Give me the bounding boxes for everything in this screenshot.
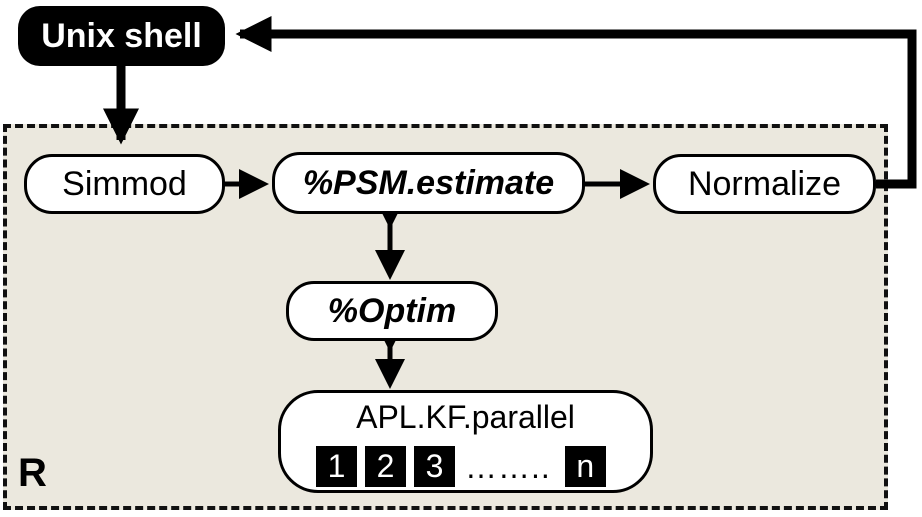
optim-label: %Optim [327,291,457,330]
worker-core: 1 [316,446,357,487]
worker-ellipsis: …….. [465,448,551,485]
r-region-label: R [18,451,47,495]
simmod-node: Simmod [24,154,225,214]
optim-node: %Optim [286,281,498,341]
psm-estimate-node: %PSM.estimate [272,152,585,214]
normalize-label: Normalize [687,164,842,203]
normalize-node: Normalize [653,154,876,214]
worker-core: 3 [414,446,455,487]
simmod-label: Simmod [62,164,187,203]
edge-normalize-to-shell [235,16,917,189]
apl-kf-parallel-label: APL.KF.parallel [356,399,575,435]
psm-estimate-label: %PSM.estimate [302,163,555,202]
worker-core: n [564,446,606,487]
apl-kf-parallel-node: APL.KF.parallel 1 2 3 …….. n [278,390,653,493]
worker-core: 2 [365,446,406,487]
unix-shell-node: Unix shell [18,6,225,66]
worker-cores: 1 2 3 …….. n [316,446,614,487]
